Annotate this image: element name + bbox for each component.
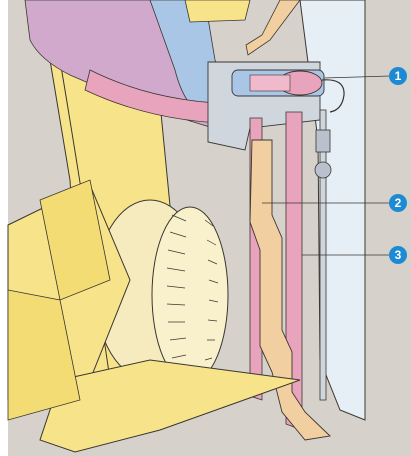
- callout-3: 3: [389, 246, 407, 264]
- callout-2-label: 2: [395, 196, 402, 210]
- left-white-margin: [0, 0, 8, 456]
- rod-fitting-lower: [315, 162, 331, 178]
- top-yellow-block: [185, 0, 250, 22]
- callout-1-label: 1: [395, 69, 402, 83]
- rod-fitting-upper: [316, 130, 330, 152]
- callout-1: 1: [389, 67, 407, 85]
- fan-rim: [152, 207, 228, 383]
- valve-stem: [250, 75, 290, 91]
- callout-2: 2: [389, 194, 407, 212]
- callout-3-label: 3: [395, 248, 402, 262]
